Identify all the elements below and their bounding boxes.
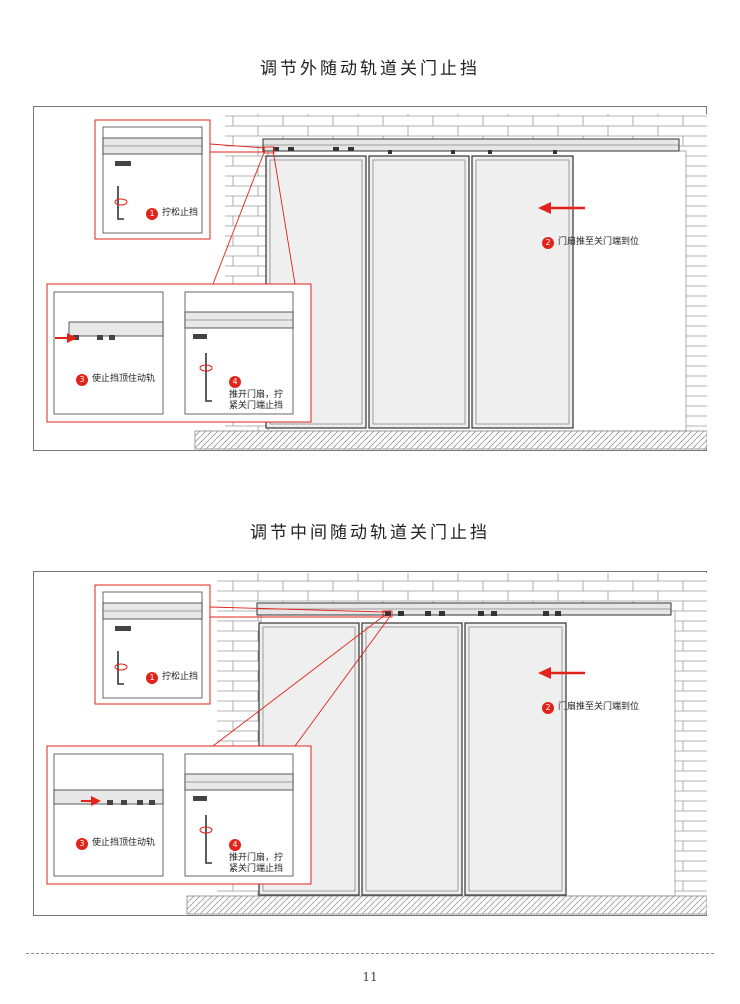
push-arrow (538, 202, 585, 214)
step-4-text: 推开门扇，拧 紧关门端止挡 (229, 853, 284, 874)
step-1-text: 拧松止挡 (162, 208, 199, 218)
track-rollers (385, 611, 561, 616)
step-4: 4 推开门扇，拧 紧关门端止挡 (229, 839, 283, 875)
diagram-drawing (33, 106, 707, 451)
section-title-outer-track: 调节外随动轨道关门止挡 (260, 59, 480, 79)
footer-divider (26, 953, 714, 954)
step-1: 1 拧松止挡 (146, 672, 198, 684)
floor (194, 430, 707, 450)
step-2-text: 门扇推至关门端到位 (558, 237, 640, 247)
floor (186, 895, 707, 915)
step-3-text: 使止挡顶住动轨 (92, 374, 156, 384)
page-number: 11 (362, 970, 378, 984)
hex-key-icon (205, 353, 212, 402)
step-3-badge: 3 (76, 374, 88, 386)
step-4-text: 推开门扇，拧 紧关门端止挡 (229, 390, 284, 411)
push-arrow (538, 667, 585, 679)
diagram-drawing (33, 571, 707, 916)
step-3: 3 使止挡顶住动轨 (76, 838, 155, 850)
hex-key-icon (117, 186, 124, 220)
track-rollers (273, 147, 557, 154)
step-4-badge: 4 (229, 376, 241, 388)
hex-key-icon (205, 815, 212, 864)
step-2-text: 门扇推至关门端到位 (558, 702, 640, 712)
step-1-badge: 1 (146, 208, 158, 220)
step-1-text: 拧松止挡 (162, 672, 199, 682)
section-title-middle-track: 调节中间随动轨道关门止挡 (250, 523, 490, 543)
step-3-text: 使止挡顶住动轨 (92, 838, 156, 848)
callout-connectors (209, 606, 393, 747)
step-2: 2 门扇推至关门端到位 (542, 237, 639, 249)
callout-connectors (209, 143, 296, 285)
step-2-badge: 2 (542, 237, 554, 249)
step-2-badge: 2 (542, 702, 554, 714)
step-4: 4 推开门扇，拧 紧关门端止挡 (229, 376, 283, 412)
step-1-badge: 1 (146, 672, 158, 684)
hex-key-icon (117, 651, 124, 685)
step-4-badge: 4 (229, 839, 241, 851)
diagram-middle-track: 1 拧松止挡 2 门扇推至关门端到位 3 使止挡顶住动轨 4 推开门扇，拧 紧关… (33, 571, 707, 916)
step-1: 1 拧松止挡 (146, 208, 198, 220)
step-3-badge: 3 (76, 838, 88, 850)
door-panels (265, 155, 574, 429)
diagram-outer-track: 1 拧松止挡 2 门扇推至关门端到位 3 使止挡顶住动轨 4 推开门扇，拧 紧关… (33, 106, 707, 451)
step-2: 2 门扇推至关门端到位 (542, 702, 639, 714)
step-3: 3 使止挡顶住动轨 (76, 374, 155, 386)
